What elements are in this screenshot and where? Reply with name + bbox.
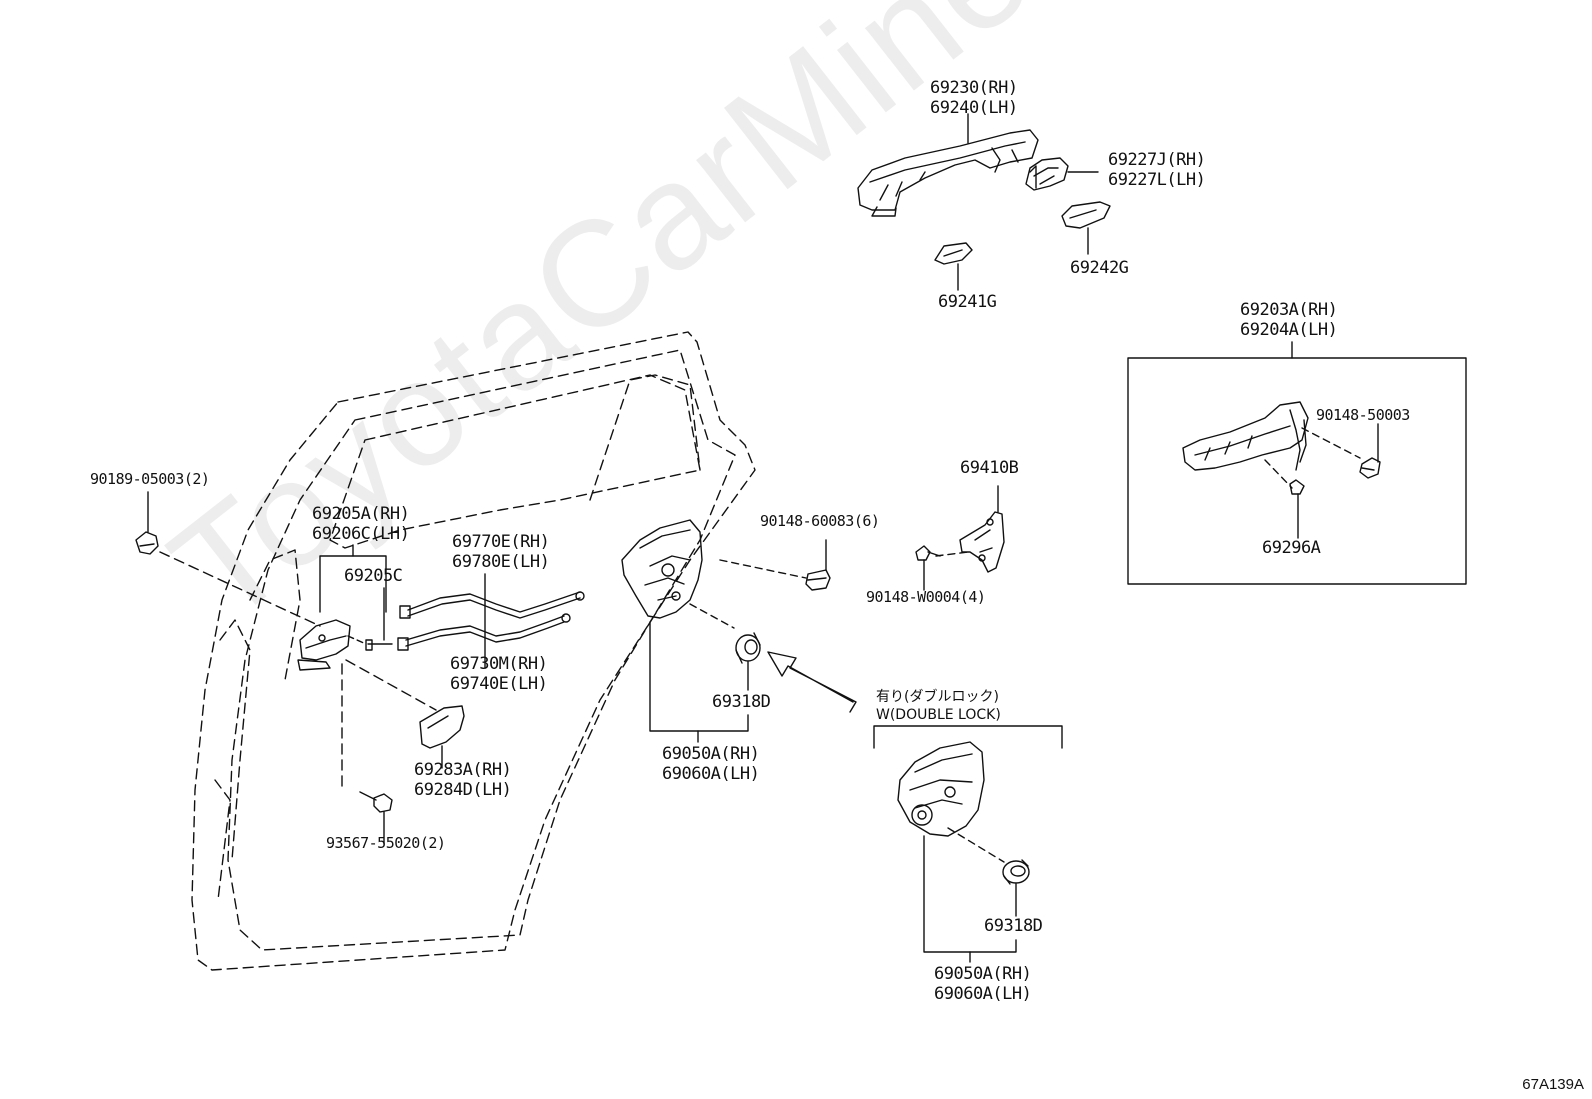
dash-69296a (1264, 459, 1293, 489)
label-69050a-main: 69050A(RH) (662, 744, 760, 764)
outside-handle-shape (857, 129, 1039, 217)
screw-90148-w0004-shape (915, 545, 941, 561)
bolt-90148-50003-shape (1359, 457, 1381, 479)
label-69318d-main: 69318D (712, 692, 771, 712)
bracket-69050a-main (649, 621, 749, 732)
label-69206c: 69206C(LH) (312, 524, 410, 544)
label-69050a-dl: 69050A(RH) (934, 964, 1032, 984)
label-double-lock-jp: 有り(ダブルロック) (876, 689, 999, 705)
double-lock-shape (897, 741, 985, 837)
cables-shape (397, 591, 585, 651)
frame-69203a (1127, 357, 1467, 585)
dash-69318d-dl (947, 827, 1005, 863)
inside-handle-shape (297, 619, 351, 671)
dash-69318d-main (689, 603, 735, 629)
handle-cover-shape (1025, 157, 1069, 191)
inner-frame-shape (1182, 401, 1309, 471)
label-double-lock-en: W(DOUBLE LOCK) (876, 707, 1001, 723)
label-69318d-dl: 69318D (984, 916, 1043, 936)
label-69205c: 69205C (344, 566, 403, 586)
label-69204a: 69204A(LH) (1240, 320, 1338, 340)
label-69227j: 69227J(RH) (1108, 150, 1206, 170)
clip-90189-05003-shape (135, 531, 159, 555)
label-69230: 69230(RH) (930, 78, 1018, 98)
label-69770e: 69770E(RH) (452, 532, 550, 552)
screw-69296a-shape (1289, 479, 1305, 495)
label-69283a: 69283A(RH) (414, 760, 512, 780)
label-69296a: 69296A (1262, 538, 1321, 558)
label-69203a: 69203A(RH) (1240, 300, 1338, 320)
label-69227l: 69227L(LH) (1108, 170, 1206, 190)
label-90148-w0004: 90148-W0004(4) (866, 588, 986, 606)
door-outline (191, 331, 756, 971)
label-90148-60083: 90148-60083(6) (760, 512, 880, 530)
label-93567-55020: 93567-55020(2) (326, 834, 446, 852)
label-69780e: 69780E(LH) (452, 552, 550, 572)
dash-69283a (345, 659, 437, 711)
label-69060a-main: 69060A(LH) (662, 764, 760, 784)
label-69060a-dl: 69060A(LH) (934, 984, 1032, 1004)
grommet-69318d-main-shape (735, 632, 761, 664)
bolt-90148-60083-shape (805, 569, 831, 591)
figure-code: 67A139A (1522, 1076, 1584, 1093)
label-69740e: 69740E(LH) (450, 674, 548, 694)
label-69205a: 69205A(RH) (312, 504, 410, 524)
dash-69205c (347, 635, 367, 645)
reference-arrow-shape (767, 651, 857, 713)
striker-shape (959, 511, 1005, 573)
dash-90148-50003 (1301, 427, 1361, 459)
pad-69242g-shape (1061, 201, 1111, 229)
label-90189-05003: 90189-05003(2) (90, 470, 210, 488)
dash-90189-05003 (159, 551, 321, 627)
label-69241g: 69241G (938, 292, 997, 312)
label-69410b: 69410B (960, 458, 1019, 478)
label-69730m: 69730M(RH) (450, 654, 548, 674)
door-lock-shape (621, 519, 703, 619)
screw-93567-shape (359, 791, 393, 813)
label-69284d: 69284D(LH) (414, 780, 512, 800)
bracket-double-lock (873, 725, 1063, 749)
label-69240: 69240(LH) (930, 98, 1018, 118)
pad-69241g-shape (934, 242, 973, 265)
label-90148-50003: 90148-50003 (1316, 406, 1410, 424)
cover-69283a-shape (419, 705, 465, 749)
grommet-69318d-dl-shape (1002, 859, 1030, 885)
dash-90148-w0004 (935, 551, 969, 557)
rod-69205c-shape (365, 639, 393, 651)
dash-90148-60083 (719, 559, 807, 579)
label-69242g: 69242G (1070, 258, 1129, 278)
